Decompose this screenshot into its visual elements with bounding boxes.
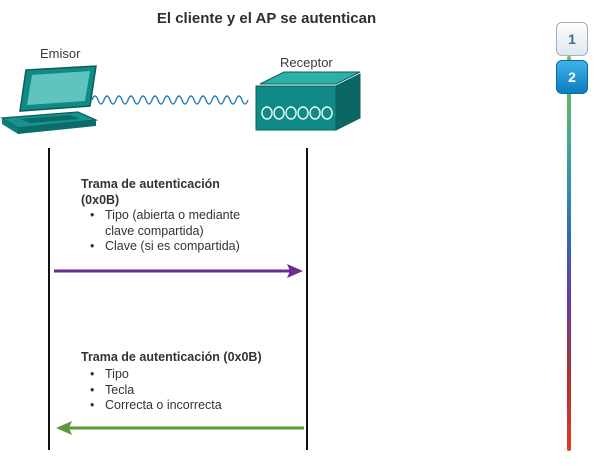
auth-request-frame: Trama de autenticación (0x0B) Tipo (abie… [81, 176, 240, 255]
auth-response-fields: Tipo Tecla Correcta o incorrecta [81, 367, 262, 414]
response-arrow [56, 421, 304, 435]
auth-response-field-result: Correcta o incorrecta [81, 398, 262, 414]
laptop-icon [0, 65, 99, 134]
step-progress-rail [567, 56, 571, 451]
auth-response-field-type: Tipo [81, 367, 262, 383]
wireless-signal [91, 95, 249, 105]
auth-request-heading-line2: (0x0B) [81, 193, 120, 207]
sender-label: Emisor [40, 46, 81, 61]
step-2-button[interactable]: 2 [556, 60, 588, 94]
auth-request-field-key: Clave (si es compartida) [81, 239, 240, 255]
diagram-title: El cliente y el AP se autentican [156, 10, 377, 27]
auth-response-frame: Trama de autenticación (0x0B) Tipo Tecla… [81, 349, 262, 414]
access-point-icon [255, 71, 361, 131]
auth-response-heading: Trama de autenticación (0x0B) [81, 350, 262, 364]
request-arrow [54, 264, 303, 278]
receiver-label: Receptor [280, 55, 333, 70]
auth-response-field-key: Tecla [81, 383, 262, 399]
auth-request-heading-line1: Trama de autenticación [81, 177, 220, 191]
step-1-button[interactable]: 1 [556, 22, 588, 56]
